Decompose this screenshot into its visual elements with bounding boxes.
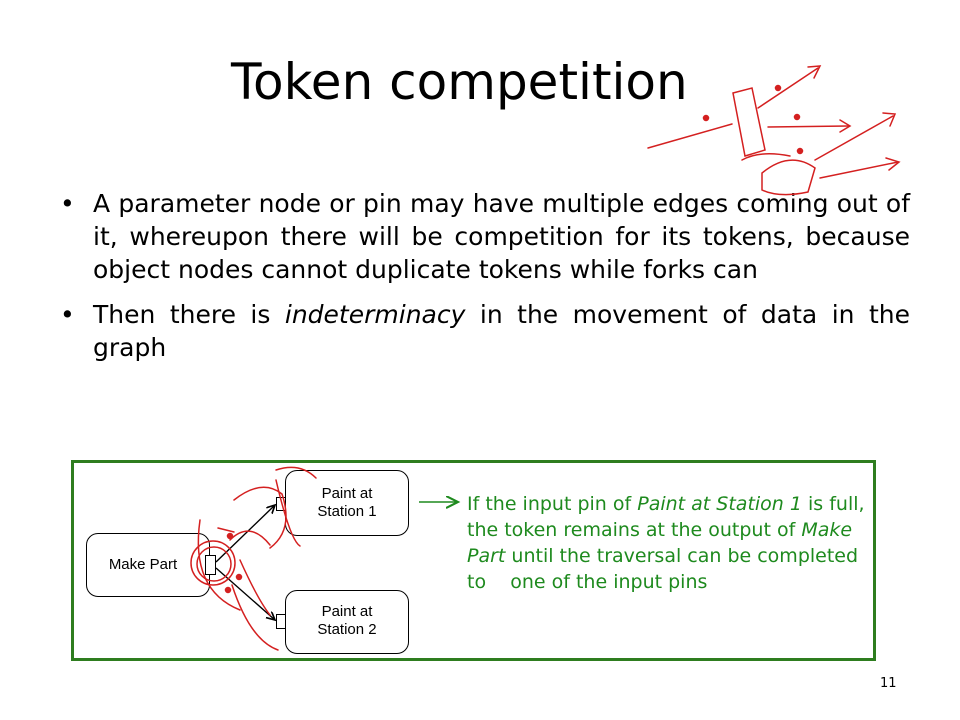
handwritten-annotation-top [647,65,901,196]
bullet-list: • A parameter node or pin may have multi… [60,187,910,376]
paint-station-1-label-line2: Station 1 [317,503,377,520]
paint-station-2-label-line1: Paint at [321,603,373,620]
note-text-3: until the traversal can be completed to … [467,545,865,593]
paint-station-2-label-line2: Station 2 [317,621,377,638]
make-part-output-pin [205,555,216,575]
paint-station-2-node: Paint at Station 2 [285,590,409,654]
bullet-item-1: • A parameter node or pin may have multi… [60,187,910,286]
note-text-2: is full, the token remains at the output… [467,493,865,541]
page-number: 11 [880,676,897,691]
diagram-frame [71,460,876,661]
paint-station-1-label-line1: Paint at [321,485,373,502]
explanatory-note: If the input pin of Paint at Station 1 i… [467,491,879,595]
bullet-text-start: Then there is [93,300,285,329]
bullet-text-emphasis: indeterminacy [284,300,466,329]
make-part-label: Make Part [108,556,178,573]
bullet-marker: • [60,300,75,329]
slide-title: Token competition [231,53,688,111]
bullet-item-2: • Then there is indeterminacy in the mov… [60,298,910,364]
make-part-node: Make Part [86,533,210,597]
note-emphasis-2: Make Part [467,519,853,567]
handwritten-annotation-diagram [190,466,317,651]
bullet-text-end: in the movement of data in the graph [93,300,910,362]
edge-to-station-2 [215,567,275,620]
note-text-1: If the input pin of [467,493,638,515]
paint-station-1-node: Paint at Station 1 [285,470,409,536]
paint-station-2-input-pin [276,614,286,629]
bullet-text: A parameter node or pin may have multipl… [93,189,910,284]
edge-to-station-1 [215,505,275,563]
bullet-marker: • [60,189,75,218]
note-emphasis-1: Paint at Station 1 [637,493,802,515]
